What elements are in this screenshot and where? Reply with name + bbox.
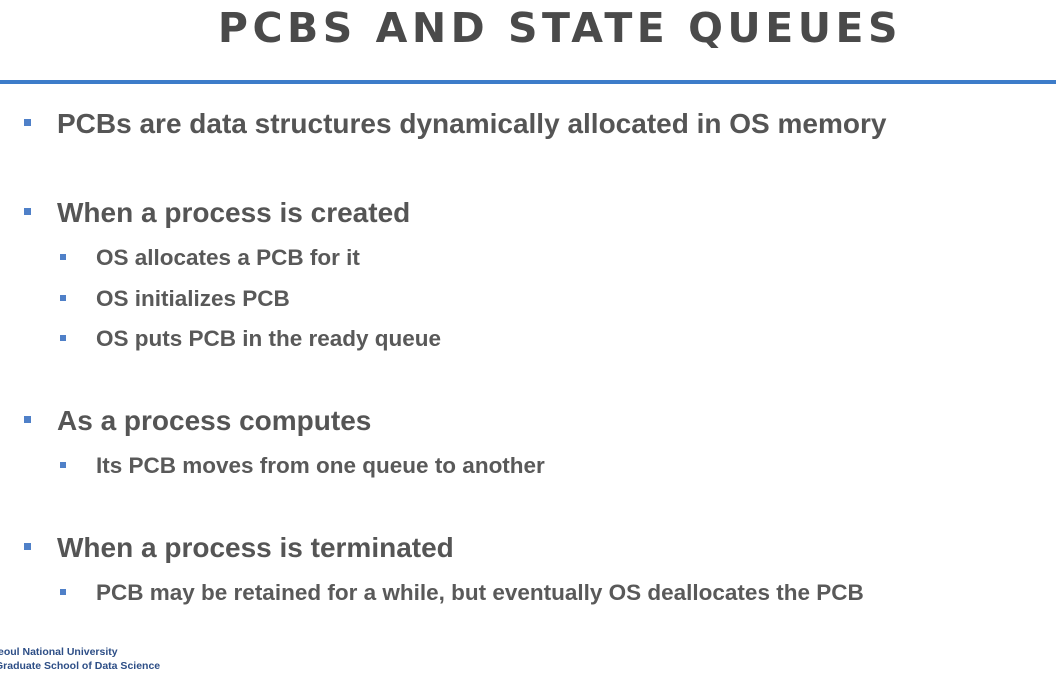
sub-bullet-item: PCB may be retained for a while, but eve… <box>60 580 864 606</box>
bullet-text: When a process is created <box>57 197 411 228</box>
bullet-square-icon <box>60 335 66 342</box>
bullet-square-icon <box>60 462 66 469</box>
sub-bullet-text: OS initializes PCB <box>96 286 290 311</box>
sub-bullet-item: OS allocates a PCB for it <box>60 245 360 271</box>
sub-bullet-item: OS initializes PCB <box>60 286 290 312</box>
slide-title: PCBS AND STATE QUEUES <box>217 4 903 52</box>
bullet-text: When a process is terminated <box>57 532 454 563</box>
sub-bullet-text: PCB may be retained for a while, but eve… <box>96 580 864 605</box>
sub-bullet-item: Its PCB moves from one queue to another <box>60 453 545 479</box>
bullet-item: When a process is terminated <box>24 532 454 564</box>
bullet-text: PCBs are data structures dynamically all… <box>57 108 887 139</box>
sub-bullet-text: OS allocates a PCB for it <box>96 245 360 270</box>
bullet-text: As a process computes <box>57 405 372 436</box>
bullet-item: When a process is created <box>24 197 410 229</box>
title-divider <box>0 80 1056 84</box>
bullet-item: As a process computes <box>24 405 371 437</box>
sub-bullet-text: Its PCB moves from one queue to another <box>96 453 545 478</box>
bullet-square-icon <box>60 295 66 302</box>
bullet-square-icon <box>24 208 31 216</box>
bullet-item: PCBs are data structures dynamically all… <box>24 108 886 140</box>
bullet-square-icon <box>24 543 31 551</box>
bullet-square-icon <box>24 416 31 424</box>
bullet-square-icon <box>60 254 66 261</box>
sub-bullet-text: OS puts PCB in the ready queue <box>96 326 442 351</box>
sub-bullet-item: OS puts PCB in the ready queue <box>60 326 441 352</box>
footer-university: Seoul National University <box>0 646 118 658</box>
footer-institution: Seoul National University Graduate Schoo… <box>0 645 200 673</box>
bullet-square-icon <box>24 119 31 127</box>
bullet-square-icon <box>60 589 66 596</box>
footer-school: Graduate School of Data Science <box>0 660 161 672</box>
